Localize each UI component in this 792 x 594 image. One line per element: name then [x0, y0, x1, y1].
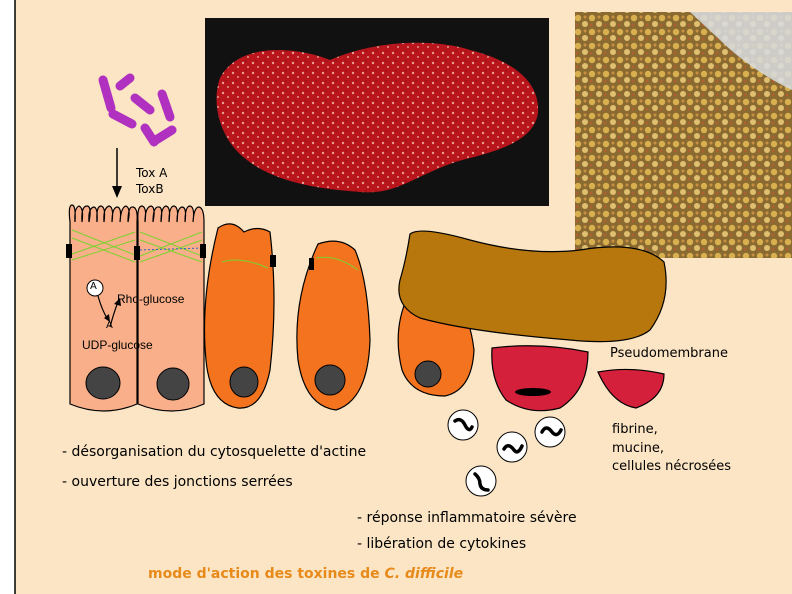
pseudomembrane-label: Pseudomembrane: [610, 346, 728, 361]
inflammatory-cell-2: [535, 417, 565, 447]
debris-line-3: cellules nécrosées: [612, 459, 731, 474]
toxin-a-marker-label: A: [90, 281, 97, 292]
inflammatory-cell-1: [448, 410, 478, 440]
epithelial-cell-2: [134, 206, 206, 411]
inflammatory-cell-4: [466, 466, 496, 496]
toxin-a-secondary-label: A: [106, 320, 113, 331]
photo-colon-hemorrhagic: [205, 18, 549, 206]
slide-title-main: mode d'action des toxines de: [148, 566, 385, 582]
effect-inflammation: - réponse inflammatoire sévère: [357, 510, 577, 526]
effect-cytoskeleton: - désorganisation du cytosquelette d'act…: [62, 444, 366, 460]
toxin-a-label: Tox A: [136, 166, 167, 180]
debris-line-2: mucine,: [612, 441, 664, 456]
effect-cytokines: - libération de cytokines: [357, 536, 526, 552]
photo-pseudomembrane-tissue: [575, 12, 792, 258]
damaged-cell-3: [205, 224, 277, 408]
debris-line-1: fibrine,: [612, 422, 658, 437]
inflammatory-cell-3: [497, 432, 527, 462]
rho-glucose-label: Rho-glucose: [117, 292, 184, 306]
udp-glucose-label: UDP-glucose: [82, 338, 153, 352]
slide-title-species: C. difficile: [385, 566, 464, 582]
toxin-b-label: ToxB: [136, 182, 164, 196]
effect-tight-junctions: - ouverture des jonctions serrées: [62, 474, 293, 490]
slide-title: mode d'action des toxines de C. difficil…: [148, 566, 463, 582]
